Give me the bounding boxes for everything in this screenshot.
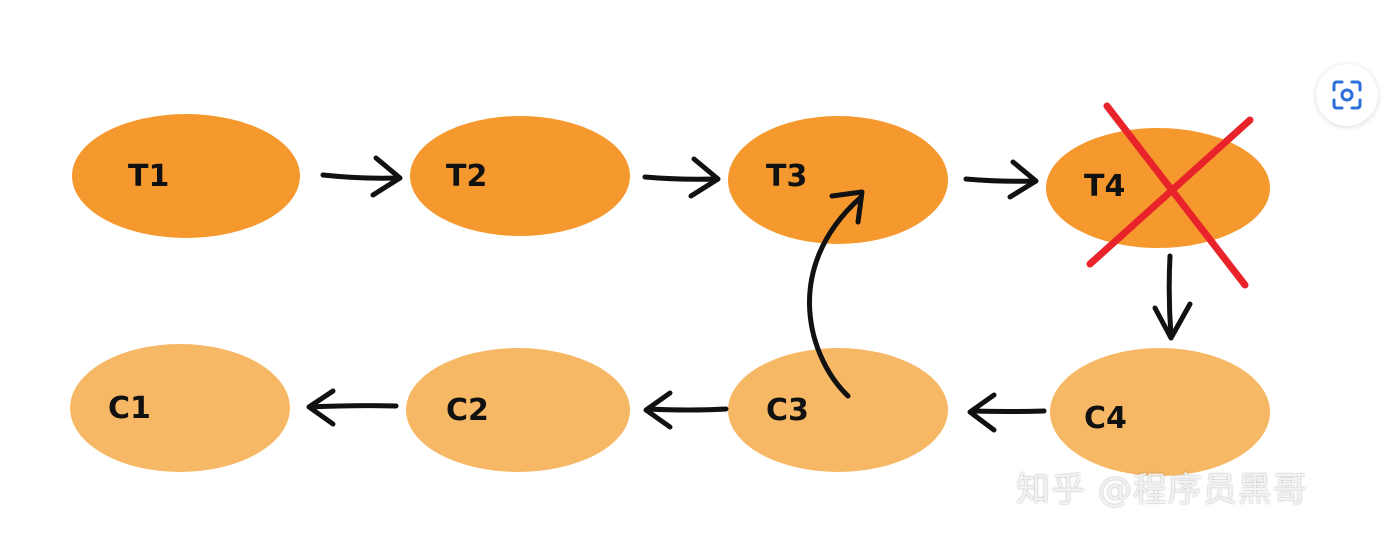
cross-out-icon	[1086, 102, 1254, 289]
arrow-t1-to-t2	[320, 155, 403, 198]
arrow-t4-to-c4	[1152, 253, 1193, 341]
node-c4: C4	[1050, 348, 1270, 476]
node-t1: T1	[72, 114, 300, 238]
node-t4-label: T4	[1084, 169, 1125, 204]
node-c1: C1	[70, 344, 290, 472]
lens-glyph	[1332, 80, 1362, 110]
watermark: 知乎 @程序员黑哥	[1016, 470, 1308, 510]
arrow-c4-to-c3	[967, 392, 1047, 433]
arrow-c3-to-t3	[807, 189, 865, 399]
arrow-t2-to-t3	[642, 156, 721, 199]
arrow-c3-to-c2	[643, 390, 729, 430]
node-t3: T3	[728, 116, 948, 244]
node-c1-label: C1	[108, 391, 151, 426]
arrow-t3-to-t4	[963, 159, 1039, 200]
node-t3-label: T3	[766, 159, 807, 194]
node-c2: C2	[406, 348, 630, 472]
node-c3: C3	[728, 348, 948, 472]
node-c2-label: C2	[446, 393, 489, 428]
node-c4-label: C4	[1084, 401, 1127, 436]
node-t2-label: T2	[446, 159, 487, 194]
node-t4: T4	[1046, 128, 1270, 248]
visual-search-icon[interactable]	[1316, 64, 1378, 126]
node-t1-label: T1	[128, 159, 169, 194]
node-c3-label: C3	[766, 393, 809, 428]
arrow-c2-to-c1	[306, 388, 399, 427]
node-t2: T2	[410, 116, 630, 236]
